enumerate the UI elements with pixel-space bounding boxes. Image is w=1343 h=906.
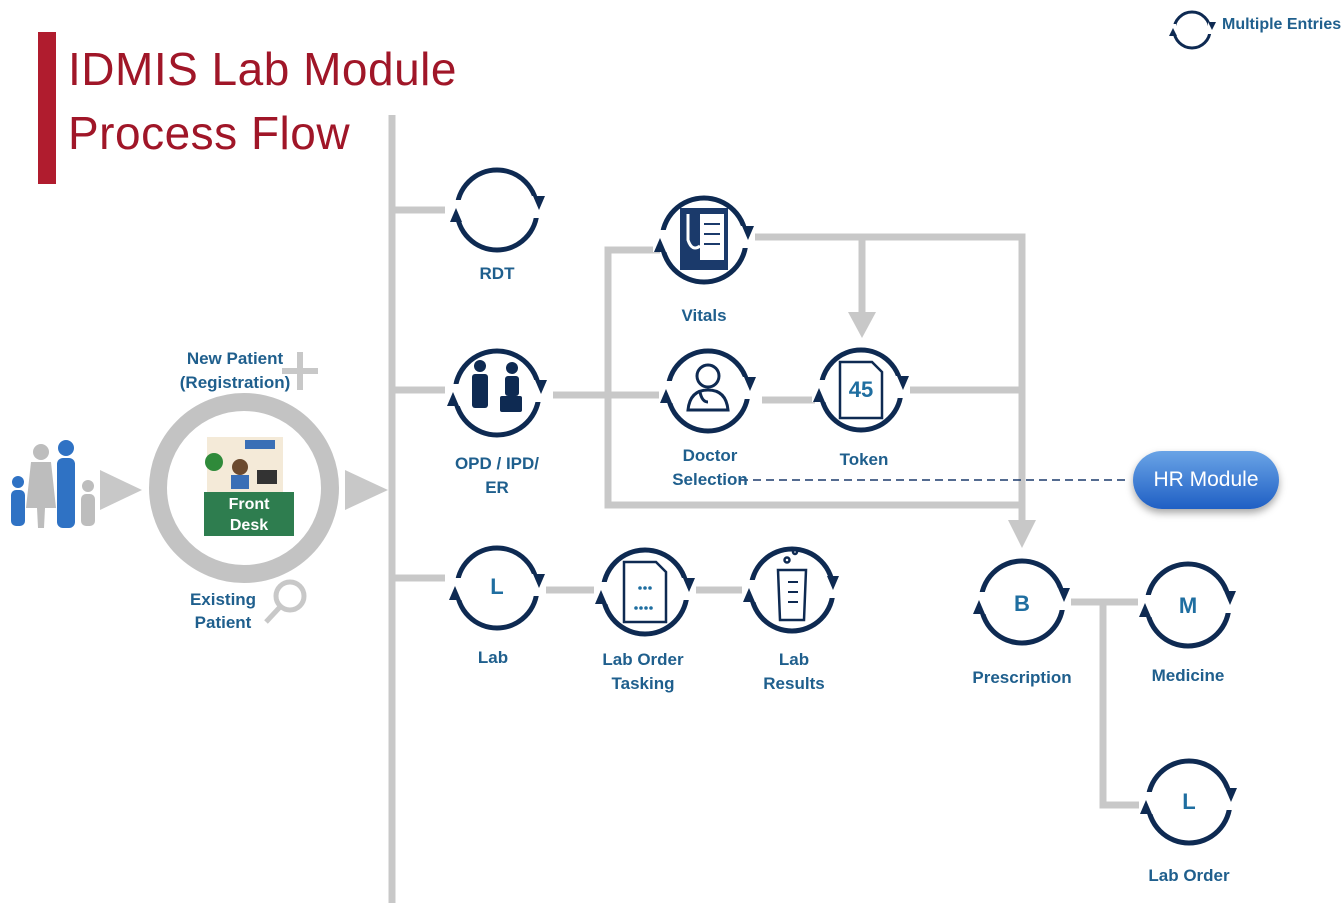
opd-ipd-er-label-line-2: ER — [485, 478, 509, 497]
arrow-into-front-desk — [100, 470, 142, 510]
vitals-to-prescription-line — [862, 233, 1026, 540]
medicine-label: Medicine — [1151, 666, 1225, 685]
vitals-to-token-line — [748, 233, 866, 322]
arrowheads — [100, 312, 1036, 548]
lab-order-tasking-label-line-2: Tasking — [611, 674, 675, 693]
lab-results-label-line-1: Lab — [778, 650, 810, 669]
opd-to-vitals-line — [604, 246, 1022, 509]
rdt-label: RDT — [479, 264, 515, 283]
page-title-line-2: Process Flow — [68, 107, 351, 159]
vitals-chart-icon — [680, 208, 728, 270]
connectors — [388, 115, 1145, 903]
arrow-into-token — [848, 312, 876, 338]
lab-order-document-icon — [622, 560, 668, 624]
prescription-node-letter: B — [1014, 591, 1030, 616]
lab-label: Lab — [477, 648, 509, 667]
legend-label: Multiple Entries — [1222, 16, 1342, 33]
front-desk-sign: Front Desk — [204, 494, 294, 536]
prescription-label: Prescription — [972, 668, 1072, 687]
doctor-icon — [686, 363, 730, 412]
lab-order-node-letter: L — [1182, 789, 1196, 814]
new-patient-label: New Patient — [186, 349, 284, 368]
node-rings — [452, 10, 1233, 846]
magnifier-icon — [264, 579, 307, 624]
opd-ipd-er-label-line-1: OPD / IPD/ — [454, 454, 540, 473]
front-desk-label-line-1: Front — [228, 496, 270, 513]
lab-order-label: Lab Order — [1148, 866, 1230, 885]
hr-module-button[interactable]: HR Module — [1133, 451, 1279, 509]
beaker-icon — [776, 548, 808, 622]
legend-ring — [1172, 10, 1212, 50]
doctor-patient-icon — [472, 360, 522, 412]
lab-node-letter: L — [490, 574, 504, 599]
opd-ipd-er-node — [452, 348, 542, 438]
existing-patient-label-line-1: Existing — [189, 590, 257, 609]
medicine-node-letter: M — [1178, 593, 1198, 618]
plus-icon — [282, 352, 318, 390]
page-title-line-1: IDMIS Lab Module — [68, 43, 457, 95]
vitals-label: Vitals — [681, 306, 727, 325]
cycle-arrowheads — [447, 22, 1237, 814]
receptionist-icon — [204, 437, 294, 536]
lab-order-tasking-label-line-1: Lab Order — [602, 650, 684, 669]
token-label: Token — [839, 450, 889, 469]
front-desk-label-line-2: Desk — [229, 517, 269, 534]
family-icon — [11, 440, 95, 528]
existing-patient-label-line-2: Patient — [194, 613, 252, 632]
arrow-into-prescription — [1008, 520, 1036, 548]
doctor-selection-label-line-2: Selection — [672, 470, 748, 489]
rdt-node — [454, 167, 540, 253]
document-icon — [838, 360, 884, 420]
lab-results-label-line-2: Results — [763, 674, 825, 693]
prescription-to-lab-order-line — [1099, 602, 1145, 809]
token-number: 45 — [848, 377, 874, 402]
registration-label: (Registration) — [179, 373, 291, 392]
doctor-selection-label-line-1: Doctor — [682, 446, 738, 465]
title-accent-bar — [38, 32, 56, 184]
arrow-out-front-desk — [345, 470, 388, 510]
